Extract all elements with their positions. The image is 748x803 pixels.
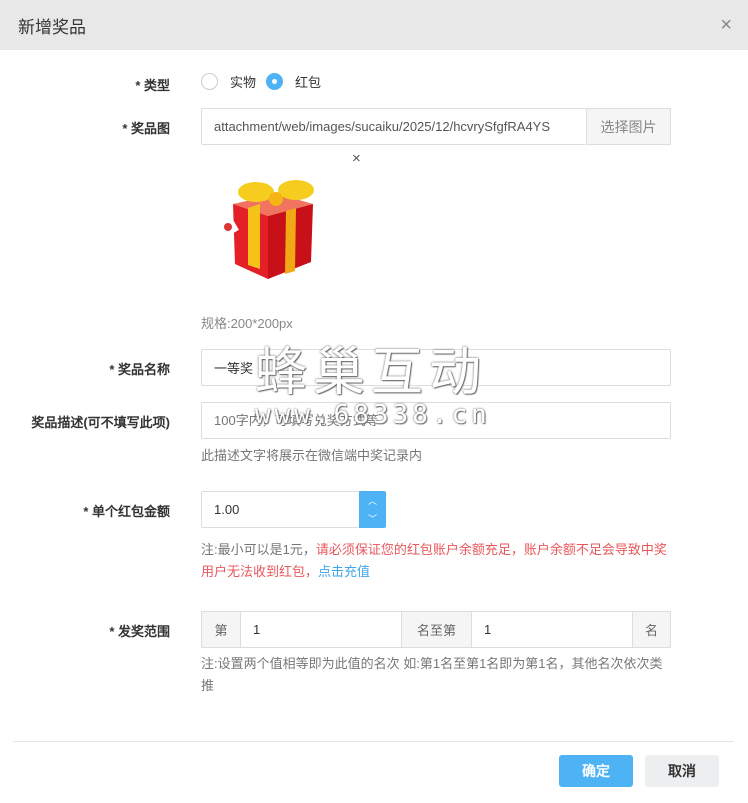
range-label: * 发奖范围 xyxy=(109,624,170,639)
dialog-header: 新增奖品 × xyxy=(0,0,748,50)
select-image-button[interactable]: 选择图片 xyxy=(586,108,671,145)
close-icon[interactable]: × xyxy=(720,13,732,36)
range-to-input[interactable]: 1 xyxy=(471,611,633,648)
radio-checked-icon xyxy=(266,73,284,90)
prize-name-input[interactable]: 一等奖 xyxy=(201,349,671,386)
amount-help-text: 注:最小可以是1元，请必须保证您的红包账户余额充足，账户余额不足会导致中奖用户无… xyxy=(201,542,667,579)
radio-physical[interactable]: 实物 xyxy=(201,72,256,91)
dialog-title: 新增奖品 xyxy=(18,17,86,37)
image-spec-text: 规格:200*200px xyxy=(201,316,293,331)
range-prefix: 第 xyxy=(201,611,240,648)
gift-image xyxy=(217,174,333,284)
recharge-link[interactable]: 点击充值 xyxy=(318,564,371,579)
radio-redpacket[interactable]: 红包 xyxy=(266,72,321,91)
range-from-input[interactable]: 1 xyxy=(240,611,402,648)
image-label: * 奖品图 xyxy=(122,121,170,136)
cancel-button[interactable]: 取消 xyxy=(645,755,719,787)
name-label: * 奖品名称 xyxy=(109,362,170,377)
footer-divider xyxy=(13,741,734,742)
image-path-input[interactable]: attachment/web/images/sucaiku/2025/12/hc… xyxy=(201,108,586,145)
desc-label: 奖品描述(可不填写此项) xyxy=(31,415,170,430)
chevron-up-icon[interactable]: ︿ xyxy=(367,495,377,506)
prize-desc-input[interactable] xyxy=(201,402,671,439)
confirm-button[interactable]: 确定 xyxy=(559,755,633,787)
range-middle: 名至第 xyxy=(402,611,471,648)
remove-image-icon[interactable]: × xyxy=(352,150,361,167)
desc-help-text: 此描述文字将展示在微信端中奖记录内 xyxy=(201,448,423,463)
type-label: * 类型 xyxy=(135,78,170,93)
amount-stepper[interactable]: ︿ ﹀ xyxy=(359,491,386,528)
range-suffix: 名 xyxy=(633,611,671,648)
range-help-text: 注:设置两个值相等即为此值的名次 如:第1名至第1名即为第1名，其他名次依次类推 xyxy=(201,656,663,693)
chevron-down-icon[interactable]: ﹀ xyxy=(367,514,377,525)
amount-label: * 单个红包金额 xyxy=(83,504,170,519)
amount-input[interactable]: 1.00 xyxy=(201,491,359,528)
radio-circle-icon xyxy=(201,73,218,90)
